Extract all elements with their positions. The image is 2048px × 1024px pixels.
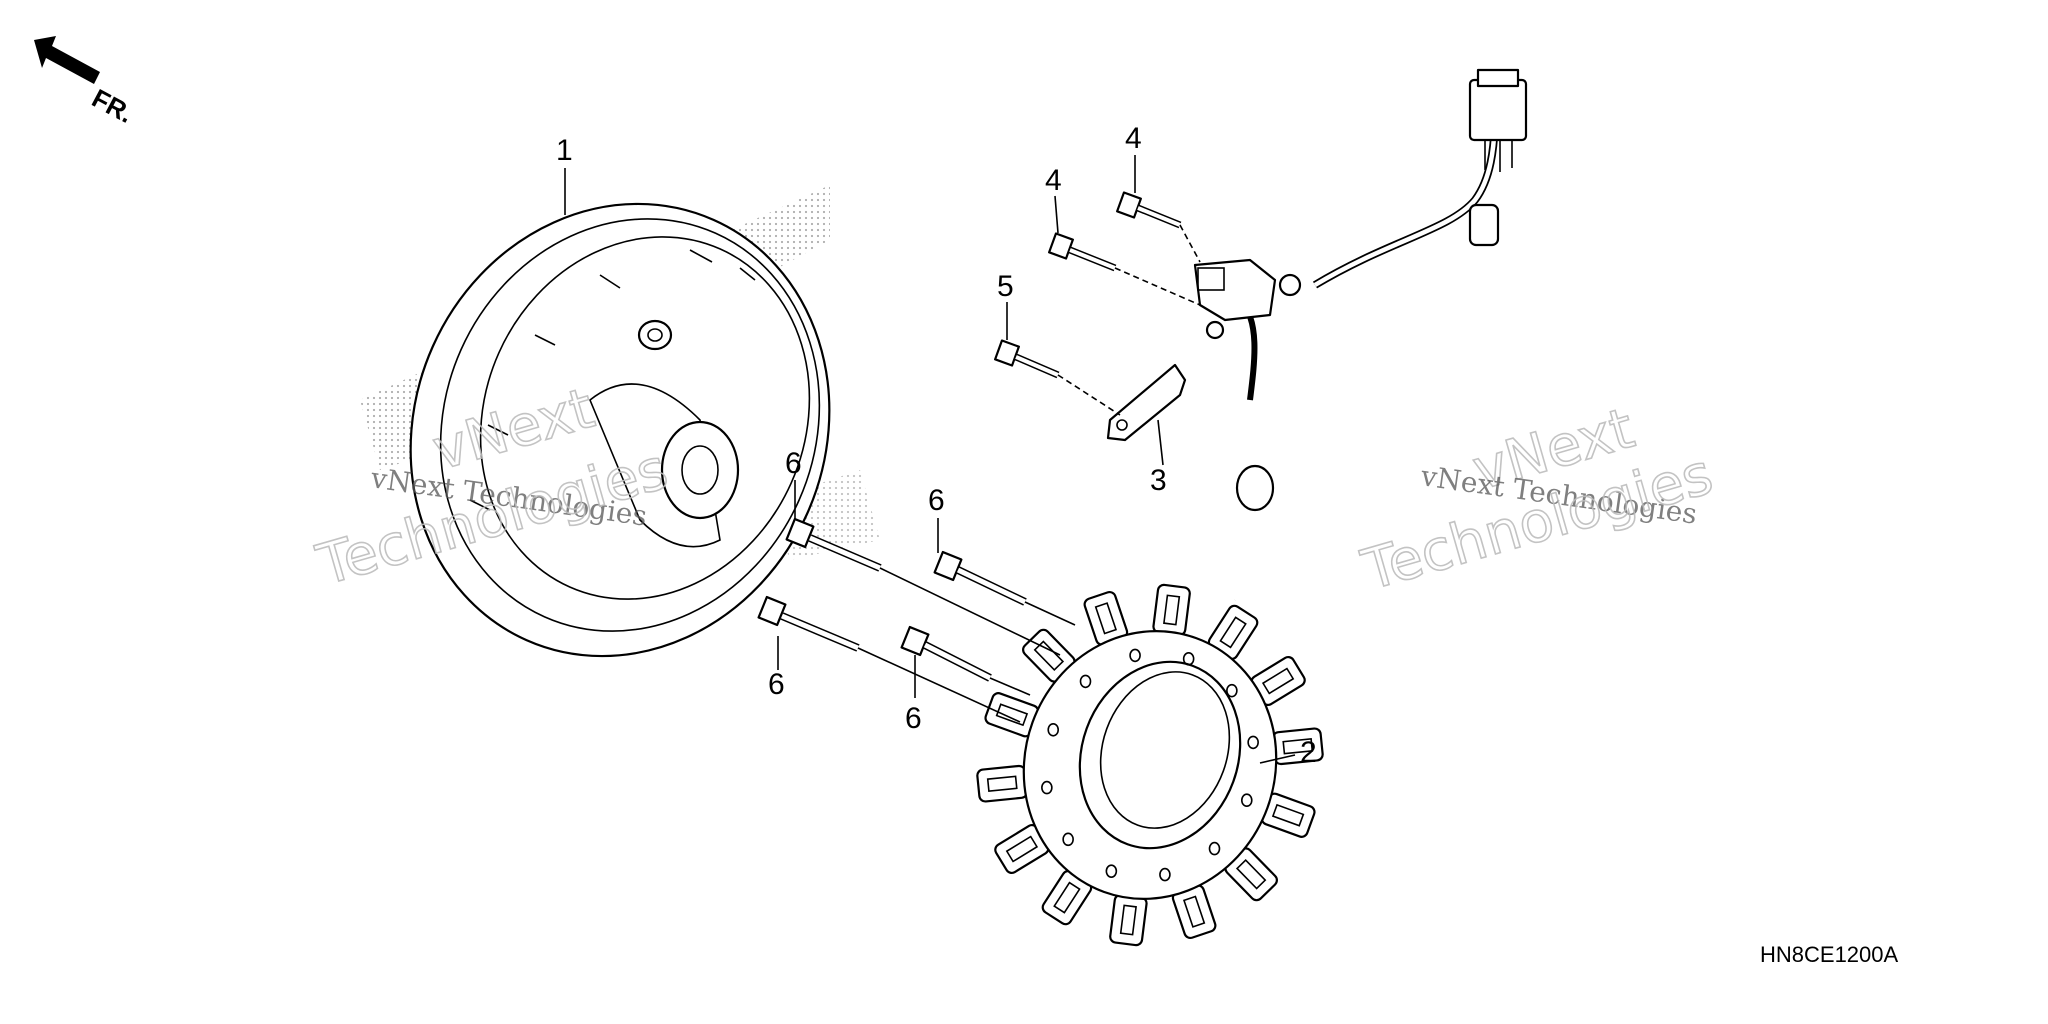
stator-bolt-hole [1105,864,1118,878]
pulse-generator-part [1193,258,1302,340]
callout-6b: 6 [928,484,945,517]
diagram-code: HN8CE1200A [1760,942,1899,967]
stator-bolt-hole [1226,683,1238,698]
stator-bolt-hole [1159,867,1171,882]
callout-6a: 6 [785,447,802,480]
stator-tooth-slot [1219,616,1247,649]
stator-bolt-hole [1047,722,1060,737]
stator-tooth-slot [1271,803,1305,827]
stator-bolt-hole [1208,841,1221,856]
stator-tooth-slot [1235,858,1267,890]
callout-4b: 4 [1045,164,1062,197]
callout-3: 3 [1150,464,1167,497]
stator-tooth [1109,893,1148,947]
stator-tooth-slot [1053,881,1081,914]
stator-part [976,583,1324,947]
stator-bolt-hole [1041,780,1053,795]
stator-tooth-slot [1094,602,1118,635]
stator-bolt-hole [1129,648,1141,663]
stator-tooth-slot [1005,835,1039,863]
callout-4a: 4 [1125,122,1142,155]
stator-tooth [976,764,1029,803]
stator-tooth-slot [1261,667,1295,695]
bolt-4b [1048,232,1117,272]
stator-bolt-hole [1062,832,1074,847]
callout-6c: 6 [768,668,785,701]
bolt-4a [1116,191,1182,229]
watermark-right: vNext vNext Technologies Technologies [1354,395,1720,604]
plate-part [1106,363,1187,442]
stator-bolt-hole [1240,793,1253,808]
leader-lines [564,155,1296,764]
bolt-6c [757,595,860,652]
bolt-6a [785,517,882,572]
stator-tooth-slot [986,775,1018,792]
stator-bolt-hole [1247,735,1259,750]
callout-2: 2 [1300,736,1317,769]
callout-1: 1 [556,134,573,167]
front-direction-label: FR. [87,83,138,129]
stator-tooth-slot [1182,895,1206,928]
stator-tooth-slot [1282,738,1314,755]
stator-tooth [1152,583,1191,637]
bolt-6d [900,625,992,682]
callout-5: 5 [997,270,1014,303]
callout-6d: 6 [905,702,922,735]
wire-harness [1232,68,1528,601]
stator-bolt-hole [1182,652,1195,666]
front-direction-arrow-icon [34,36,100,84]
stator-tooth-slot [1163,594,1181,626]
stator-tooth-slot [995,703,1029,727]
stator-bolt-hole [1079,674,1092,689]
bolt-5 [994,339,1060,379]
flywheel-part [409,202,831,658]
stator-tooth-slot [1119,904,1137,936]
bolt-6b [933,550,1027,606]
